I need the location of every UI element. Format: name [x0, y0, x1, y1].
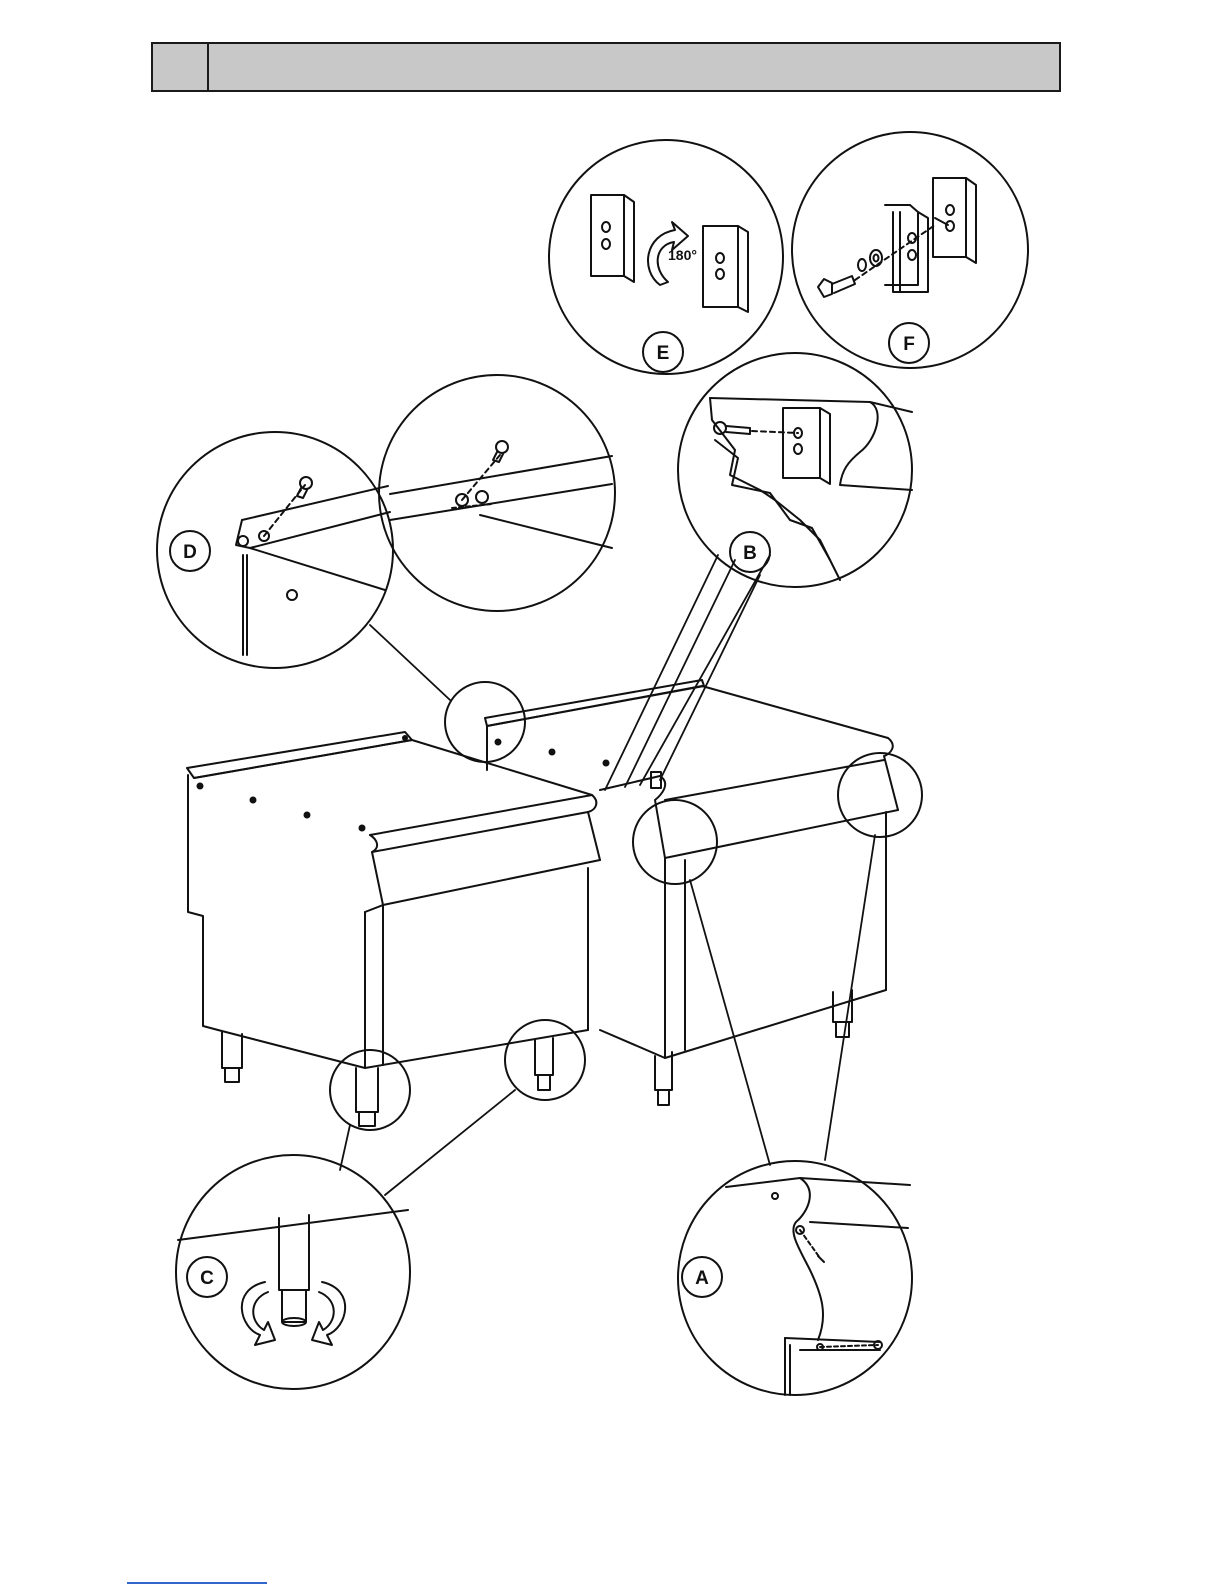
callout-e-label: E: [657, 343, 670, 364]
rotation-label: 180°: [668, 247, 697, 263]
callout-c-label: C: [200, 1268, 214, 1289]
detail-e: 180° E: [549, 140, 783, 374]
washer-icon: [858, 250, 882, 271]
screw-icon: [714, 422, 750, 434]
footer-link-rule: [127, 1582, 267, 1584]
right-unit: [485, 680, 898, 1105]
left-unit: [187, 732, 600, 1126]
detail-c: C: [176, 1155, 410, 1389]
detail-b: B: [678, 353, 912, 587]
bolt-icon: [818, 276, 855, 297]
detail-d: D: [157, 375, 615, 668]
leader-lines: [340, 555, 875, 1195]
callout-d-label: D: [183, 542, 197, 563]
callout-a-label: A: [695, 1268, 709, 1289]
detail-a: A: [678, 1161, 912, 1395]
adjust-foot-arrows-icon: [242, 1282, 345, 1345]
callout-f-label: F: [903, 334, 915, 355]
screw-icon: [297, 477, 312, 498]
detail-f: F: [792, 132, 1028, 368]
screw-icon: [493, 441, 508, 462]
zoom-markers: [330, 682, 922, 1130]
callout-b-label: B: [743, 543, 757, 564]
